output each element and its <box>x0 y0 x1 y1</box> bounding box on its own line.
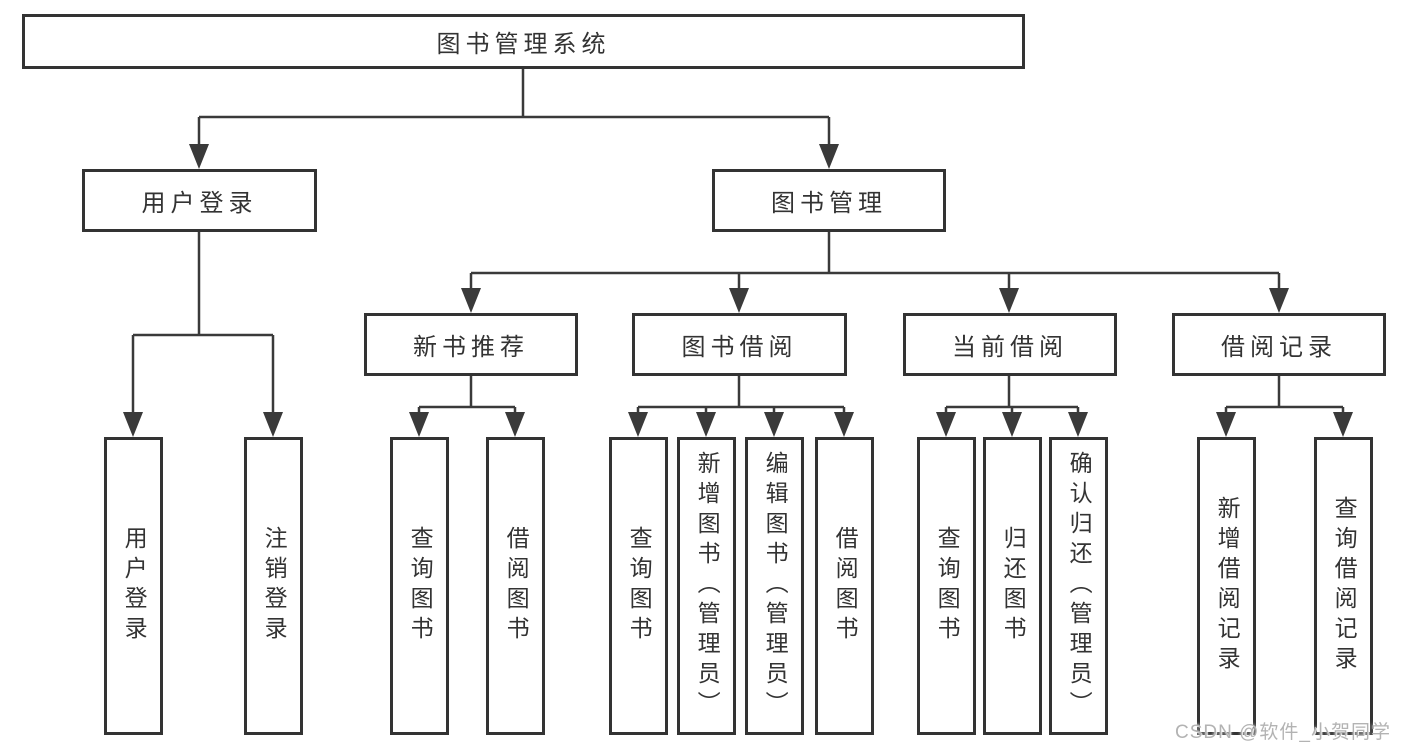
leaf-node-label: 查询图书 <box>934 526 961 646</box>
leaf-node-add-book-admin: 新增图书（管理员） <box>677 437 736 735</box>
leaf-node-query-books-recommend: 查询图书 <box>390 437 449 735</box>
leaf-node-label: 归还图书 <box>1000 526 1027 646</box>
leaf-node-user-login: 用户登录 <box>104 437 163 735</box>
leaf-node-label: 确认归还（管理员） <box>1066 451 1093 721</box>
leaf-node-label: 借阅图书 <box>503 526 530 646</box>
branch-node-book-management: 图书管理 <box>712 169 946 232</box>
group-node-label: 借阅记录 <box>1221 334 1337 361</box>
leaf-node-edit-book-admin: 编辑图书（管理员） <box>745 437 804 735</box>
branch-node-label: 图书管理 <box>771 190 887 217</box>
leaf-node-label: 新增图书（管理员） <box>694 451 721 721</box>
group-node-book-borrowing: 图书借阅 <box>632 313 847 376</box>
leaf-node-label: 新增借阅记录 <box>1214 496 1241 676</box>
root-node-label: 图书管理系统 <box>436 31 611 58</box>
group-node-new-book-recommendation: 新书推荐 <box>364 313 578 376</box>
leaf-node-label: 查询借阅记录 <box>1331 496 1358 676</box>
leaf-node-confirm-return-admin: 确认归还（管理员） <box>1049 437 1108 735</box>
branch-node-user-login: 用户登录 <box>82 169 317 232</box>
leaf-node-label: 借阅图书 <box>832 526 859 646</box>
group-node-label: 当前借阅 <box>952 334 1068 361</box>
group-node-borrowing-records: 借阅记录 <box>1172 313 1386 376</box>
group-node-label: 图书借阅 <box>681 334 798 361</box>
leaf-node-logout: 注销登录 <box>244 437 303 735</box>
leaf-node-label: 用户登录 <box>121 526 148 646</box>
csdn-watermark: CSDN @软件_小贺同学 <box>1175 722 1391 743</box>
leaf-node-label: 编辑图书（管理员） <box>762 451 789 721</box>
leaf-node-return-book: 归还图书 <box>983 437 1042 735</box>
group-node-current-borrowing: 当前借阅 <box>903 313 1117 376</box>
leaf-node-query-borrow-record: 查询借阅记录 <box>1314 437 1373 735</box>
group-node-label: 新书推荐 <box>413 334 529 361</box>
leaf-node-label: 查询图书 <box>626 526 653 646</box>
leaf-node-borrow-books: 借阅图书 <box>815 437 874 735</box>
leaf-node-label: 查询图书 <box>407 526 434 646</box>
leaf-node-label: 注销登录 <box>261 526 288 646</box>
root-node-library-system: 图书管理系统 <box>22 14 1025 69</box>
branch-node-label: 用户登录 <box>141 190 258 217</box>
leaf-node-query-books-borrowing: 查询图书 <box>609 437 668 735</box>
leaf-node-query-books-current: 查询图书 <box>917 437 976 735</box>
leaf-node-borrow-books-recommend: 借阅图书 <box>486 437 545 735</box>
leaf-node-add-borrow-record: 新增借阅记录 <box>1197 437 1256 735</box>
